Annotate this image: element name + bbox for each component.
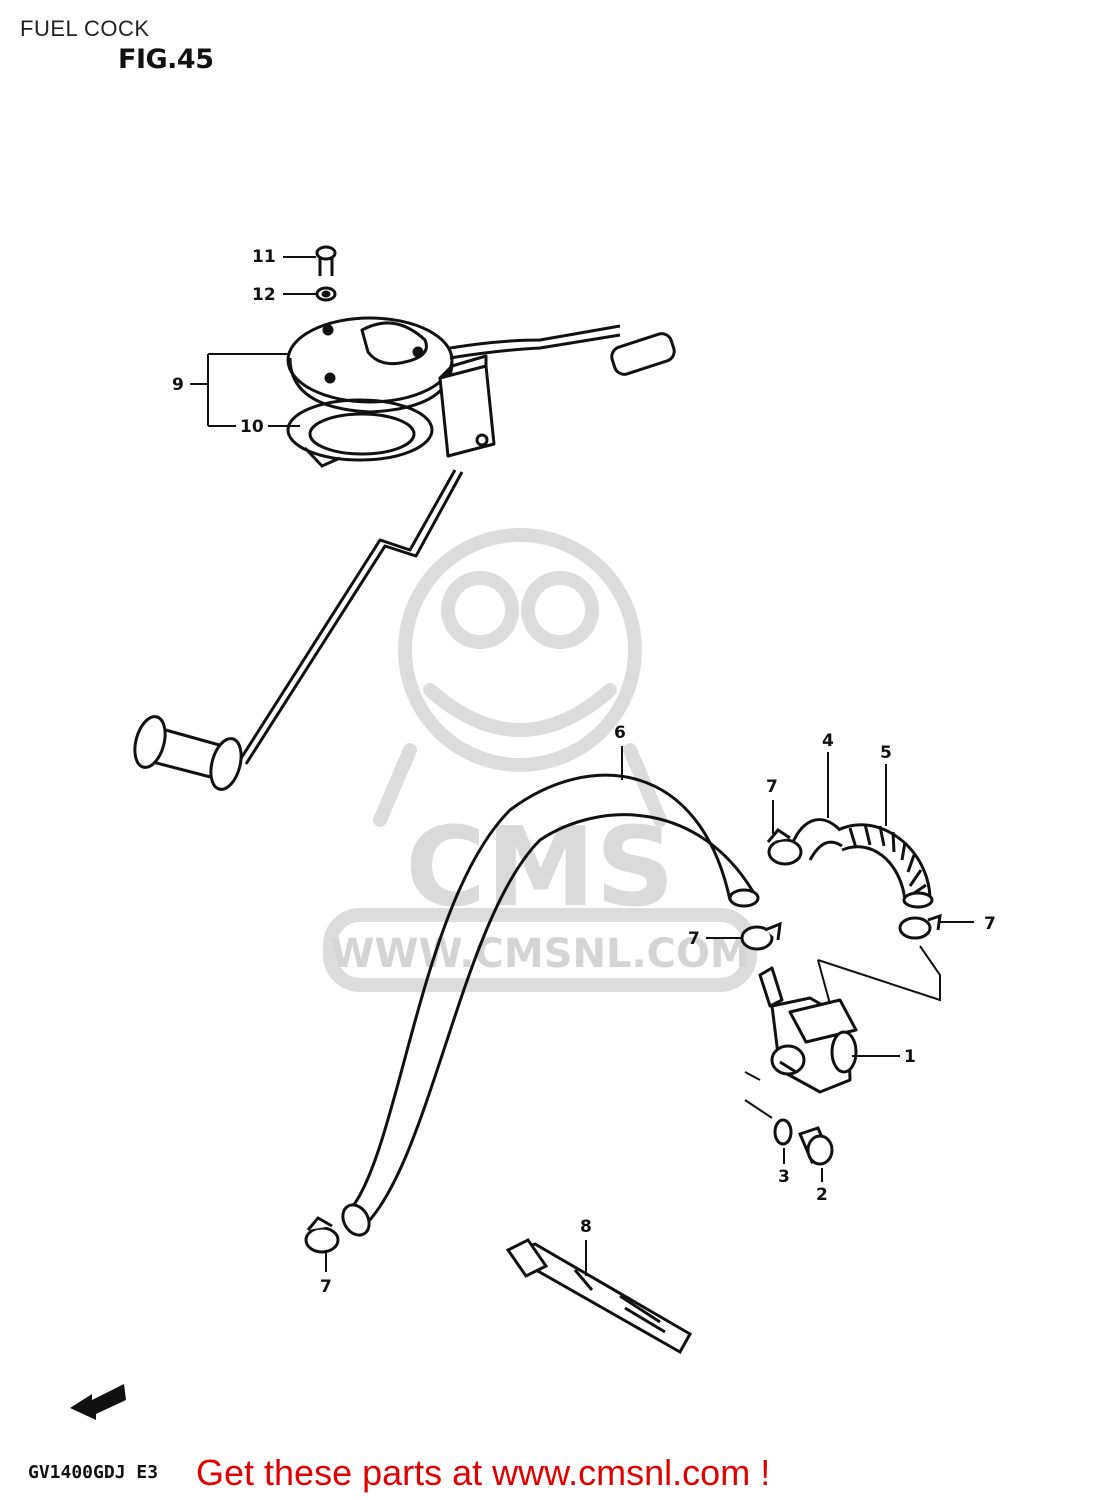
sender-float-rod: [238, 469, 457, 761]
callout-9: 9: [172, 375, 184, 395]
bolt-2: [797, 1126, 834, 1166]
watermark-mascot-body: [373, 743, 667, 827]
clamp-7-lower: [304, 1216, 340, 1254]
sender-arm-cover: [360, 321, 428, 366]
fuel-cock-1: [758, 966, 858, 1094]
callout-1: 1: [904, 1047, 916, 1067]
clamp-7-upper: [766, 828, 803, 866]
callout-7-right: 7: [984, 914, 996, 934]
front-direction-arrow-icon: [70, 1384, 126, 1420]
watermark-logo: CMS: [405, 803, 674, 931]
clamp-7-middle: [740, 921, 782, 951]
callout-5: 5: [880, 743, 892, 763]
callout-7-middle: 7: [688, 929, 700, 949]
hose-protector-5: [837, 823, 934, 909]
callout-labels: 11 12 9 10 6 4 5 7 7 7 1 3 2 8 7: [172, 247, 996, 1297]
watermark-url-box: [323, 908, 757, 992]
callout-2: 2: [816, 1185, 828, 1205]
sender-float: [133, 715, 243, 791]
watermark-mascot-goggle-right: [521, 571, 599, 649]
washer-3: [773, 1118, 793, 1146]
sender-wire-lead: [449, 333, 621, 360]
sender-gasket: [286, 398, 434, 468]
callout-3: 3: [778, 1167, 790, 1187]
sender-housing: [438, 364, 496, 458]
clamp-7-right: [898, 913, 942, 940]
callout-6: 6: [614, 723, 626, 743]
page-title: FUEL COCK: [20, 16, 150, 41]
watermark: [323, 528, 757, 992]
sender-connector: [610, 332, 676, 376]
fuel-hose-6: [341, 773, 760, 1237]
cable-tie-8: [505, 1238, 693, 1355]
callout-7-lower: 7: [320, 1277, 332, 1297]
washer-12: [315, 286, 337, 302]
callout-leaders: [190, 256, 974, 1276]
figure-number: FIG.45: [118, 44, 214, 75]
model-code: GV1400GDJ E3: [28, 1462, 159, 1483]
get-parts-link[interactable]: Get these parts at www.cmsnl.com !: [196, 1452, 771, 1493]
callout-11: 11: [252, 247, 276, 267]
callout-8: 8: [580, 1217, 592, 1237]
callout-10: 10: [240, 417, 264, 437]
watermark-mascot-goggle-left: [441, 571, 519, 649]
screw-11: [315, 245, 337, 276]
callout-4: 4: [822, 731, 834, 751]
watermark-url: WWW.CMSNL.COM: [330, 931, 750, 977]
watermark-mascot-head: [398, 528, 642, 772]
callout-7-upper: 7: [766, 777, 778, 797]
watermark-mascot-face: [423, 683, 617, 737]
fuel-level-sender: [133, 316, 676, 791]
callout-12: 12: [252, 285, 276, 305]
